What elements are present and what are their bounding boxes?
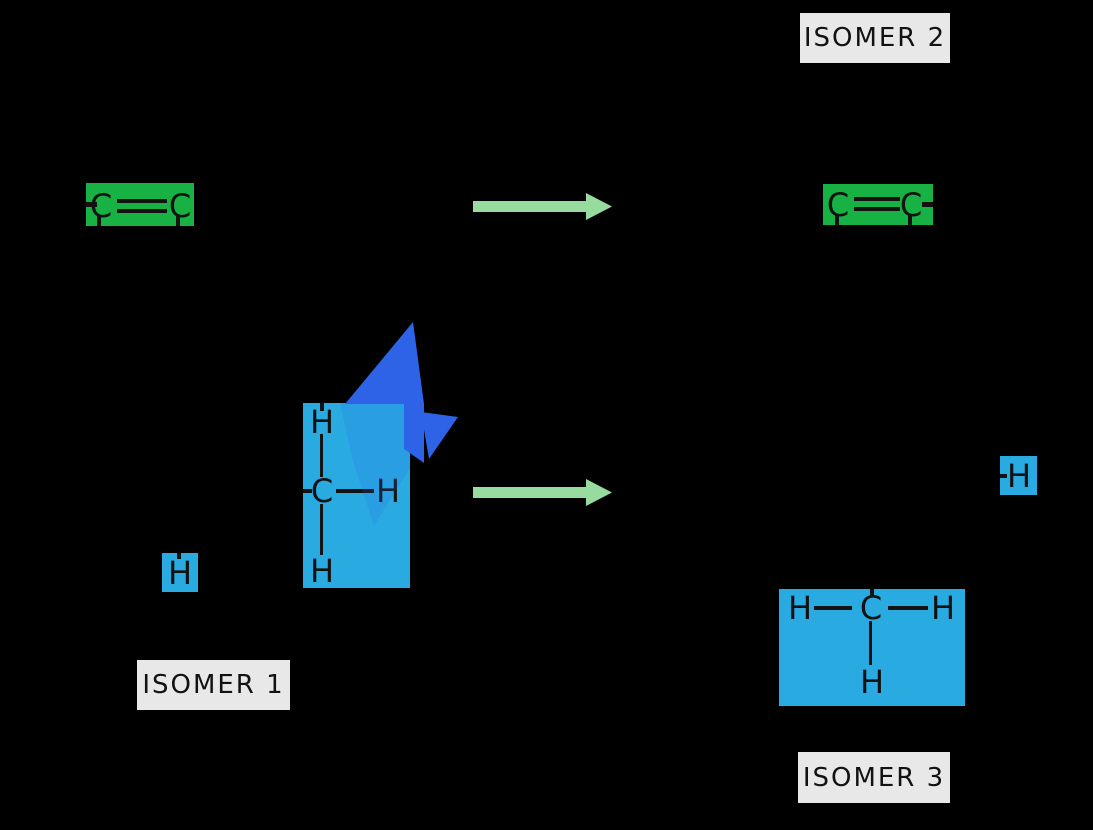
- bond-stub: [1000, 474, 1007, 478]
- atom-hydrogen: H: [309, 403, 335, 441]
- atom-hydrogen: H: [309, 552, 335, 590]
- atom-hydrogen: H: [1006, 457, 1032, 495]
- atom-hydrogen: H: [787, 589, 813, 627]
- atom-carbon: C: [168, 187, 192, 225]
- single-bond: [814, 606, 852, 610]
- isomer2-label-text: ISOMER 2: [803, 23, 947, 53]
- bond-stub: [320, 403, 324, 411]
- double-bond-line: [854, 207, 900, 211]
- bond-stub: [176, 215, 180, 226]
- reaction-arrow-top-icon: [473, 193, 612, 220]
- single-bond: [320, 504, 323, 555]
- single-bond: [888, 606, 928, 610]
- single-bond: [869, 621, 872, 665]
- isomer1-hydrogen-highlight: [162, 553, 198, 592]
- bond-stub: [835, 215, 839, 225]
- atom-carbon: C: [899, 186, 923, 224]
- double-bond-line: [117, 199, 167, 203]
- isomer3-label-text: ISOMER 3: [802, 762, 946, 793]
- isomer3-hydrogen-highlight: [1000, 456, 1037, 495]
- isomer3-label: ISOMER 3: [798, 752, 950, 803]
- atom-hydrogen: H: [930, 589, 956, 627]
- single-bond: [320, 434, 323, 477]
- atom-hydrogen: H: [375, 472, 401, 510]
- isomer3-methyl-highlight: [779, 589, 965, 706]
- isomer1-double-bond-highlight: [86, 183, 194, 226]
- bond-stub: [908, 215, 912, 225]
- atom-hydrogen: H: [859, 663, 885, 701]
- bond-stub: [870, 589, 874, 596]
- atom-carbon: C: [310, 472, 334, 510]
- atom-carbon: C: [859, 589, 883, 627]
- single-bond: [336, 489, 374, 493]
- isomer1-label-text: ISOMER 1: [142, 670, 285, 700]
- bond-stub: [86, 202, 97, 207]
- isomer2-label: ISOMER 2: [800, 13, 950, 63]
- reaction-arrow-bottom-icon: [473, 479, 612, 506]
- atom-hydrogen: H: [167, 554, 193, 592]
- isomer1-label: ISOMER 1: [137, 660, 290, 710]
- bond-stub: [97, 215, 101, 226]
- isomer1-methyl-highlight: [303, 403, 410, 588]
- atom-carbon: C: [89, 187, 113, 225]
- double-bond-line: [854, 197, 900, 201]
- bond-stub: [922, 202, 933, 207]
- double-bond-line: [117, 209, 167, 213]
- bond-stub: [303, 489, 312, 493]
- isomer2-double-bond-highlight: [823, 184, 933, 225]
- bond-stub: [177, 553, 181, 559]
- atom-carbon: C: [826, 186, 850, 224]
